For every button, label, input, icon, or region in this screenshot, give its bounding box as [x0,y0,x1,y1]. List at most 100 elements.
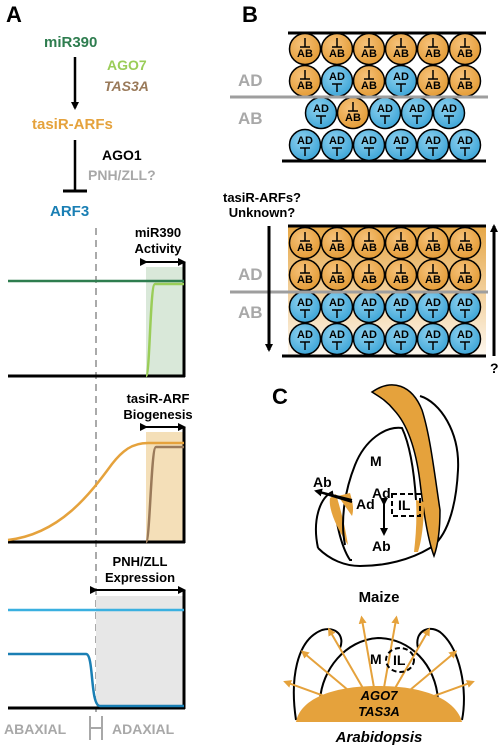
cell-label: AB [457,274,473,286]
arabidopsis-left-leaf [292,628,343,721]
maize-sheath-orange [370,384,441,559]
signal-ray [401,650,458,698]
abaxial-cell: AB [416,64,450,98]
cell-label: AB [297,274,313,286]
panel-a-label: A [6,2,22,27]
g3-shade [96,596,184,708]
cell-label: AD [393,135,409,147]
g2-title-1: tasiR-ARF [127,391,190,406]
abaxial-cell: AB [384,258,418,292]
signal-ray [406,680,475,707]
cell-label: AD [425,297,441,309]
adaxial-cell: AD [416,128,450,162]
maize-inner-orange [414,500,424,552]
b2-ab-label: AB [238,303,263,322]
adaxial-label: ADAXIAL [112,721,175,737]
cell-label: AD [297,297,313,309]
signal-ray [327,627,365,691]
arabidopsis-right-leaf [416,627,465,721]
arabidopsis-tas3a-label: TAS3A [358,704,400,719]
cell-label: AB [425,48,441,60]
abaxial-cell: AB [288,64,322,98]
adaxial-cell: AD [368,96,402,130]
adaxial-cell: AD [400,96,434,130]
cell-label: AB [361,80,377,92]
abaxial-cell: AB [352,226,386,260]
maize-ad-top-label: Ad [372,485,391,501]
b2-question-mark: ? [490,360,499,376]
cell-label: AB [393,274,409,286]
adaxial-cell: AD [416,322,450,356]
adaxial-cell: AD [304,96,338,130]
cell-label: AB [393,48,409,60]
abaxial-cell: AB [448,64,482,98]
g2-shade [146,432,184,542]
g1-title-1: miR390 [135,225,181,240]
cell-label: AD [425,329,441,341]
arabidopsis-il-circle [385,647,415,673]
maize-m-label: M [370,453,382,469]
maize-caption: Maize [359,589,400,606]
cell-label: AD [297,329,313,341]
g3-title-2: Expression [105,570,175,585]
abaxial-label: ABAXIAL [4,721,67,737]
maize-ab-left-label: Ab [313,474,332,490]
b2-question-2: Unknown? [229,205,295,220]
adaxial-cell: AD [352,128,386,162]
adaxial-cell: AD [448,290,482,324]
cell-label: AD [377,103,393,115]
signal-ray [358,615,375,687]
abaxial-cell: AB [320,226,354,260]
abaxial-cell: AB [336,96,370,130]
g3-blue-curve [8,652,184,708]
signal-ray [283,680,352,707]
ago1-label: AGO1 [102,147,142,163]
abaxial-cell: AB [384,32,418,66]
cell-label: AD [297,135,313,147]
adaxial-cell: AD [320,128,354,162]
cell-label: AB [345,112,361,124]
b1-ab-label: AB [238,109,263,128]
abaxial-cell: AB [288,226,322,260]
cell-label: AB [297,48,313,60]
adaxial-cell: AD [352,290,386,324]
adaxial-cell: AD [320,64,354,98]
adaxial-cell: AD [288,322,322,356]
cell-label: AD [329,329,345,341]
abaxial-cell: AB [352,258,386,292]
g3-title-1: PNH/ZLL [113,554,168,569]
abaxial-cell: AB [352,32,386,66]
arabidopsis-il-label: IL [393,652,406,668]
panel-c-label: C [272,384,288,409]
cell-label: AD [393,329,409,341]
cell-label: AB [425,242,441,254]
adaxial-cell: AD [384,290,418,324]
maize-il-box [391,493,421,517]
adaxial-cell: AD [320,322,354,356]
b1-ad-label: AD [238,71,263,90]
cell-label: AB [361,48,377,60]
cell-label: AD [409,103,425,115]
cell-label: AD [329,297,345,309]
signal-ray [300,650,357,698]
b2-question-1: tasiR-ARFs? [223,190,301,205]
maize-ab-bottom-label: Ab [372,538,391,554]
abaxial-cell: AB [416,32,450,66]
cell-label: AB [425,274,441,286]
signal-ray [393,627,431,691]
cell-label: AD [393,297,409,309]
panel-b-label: B [242,2,258,27]
ago7-label: AGO7 [107,57,147,73]
abaxial-cell: AB [448,32,482,66]
cell-label: AB [393,242,409,254]
cell-label: AD [361,329,377,341]
b2-ad-label: AD [238,265,263,284]
tasir-arfs-label: tasiR-ARFs [32,116,113,133]
cell-label: AD [457,135,473,147]
abaxial-cell: AB [320,258,354,292]
adaxial-cell: AD [384,322,418,356]
adaxial-cell: AD [448,128,482,162]
pnh-zll-label: PNH/ZLL? [88,167,156,183]
